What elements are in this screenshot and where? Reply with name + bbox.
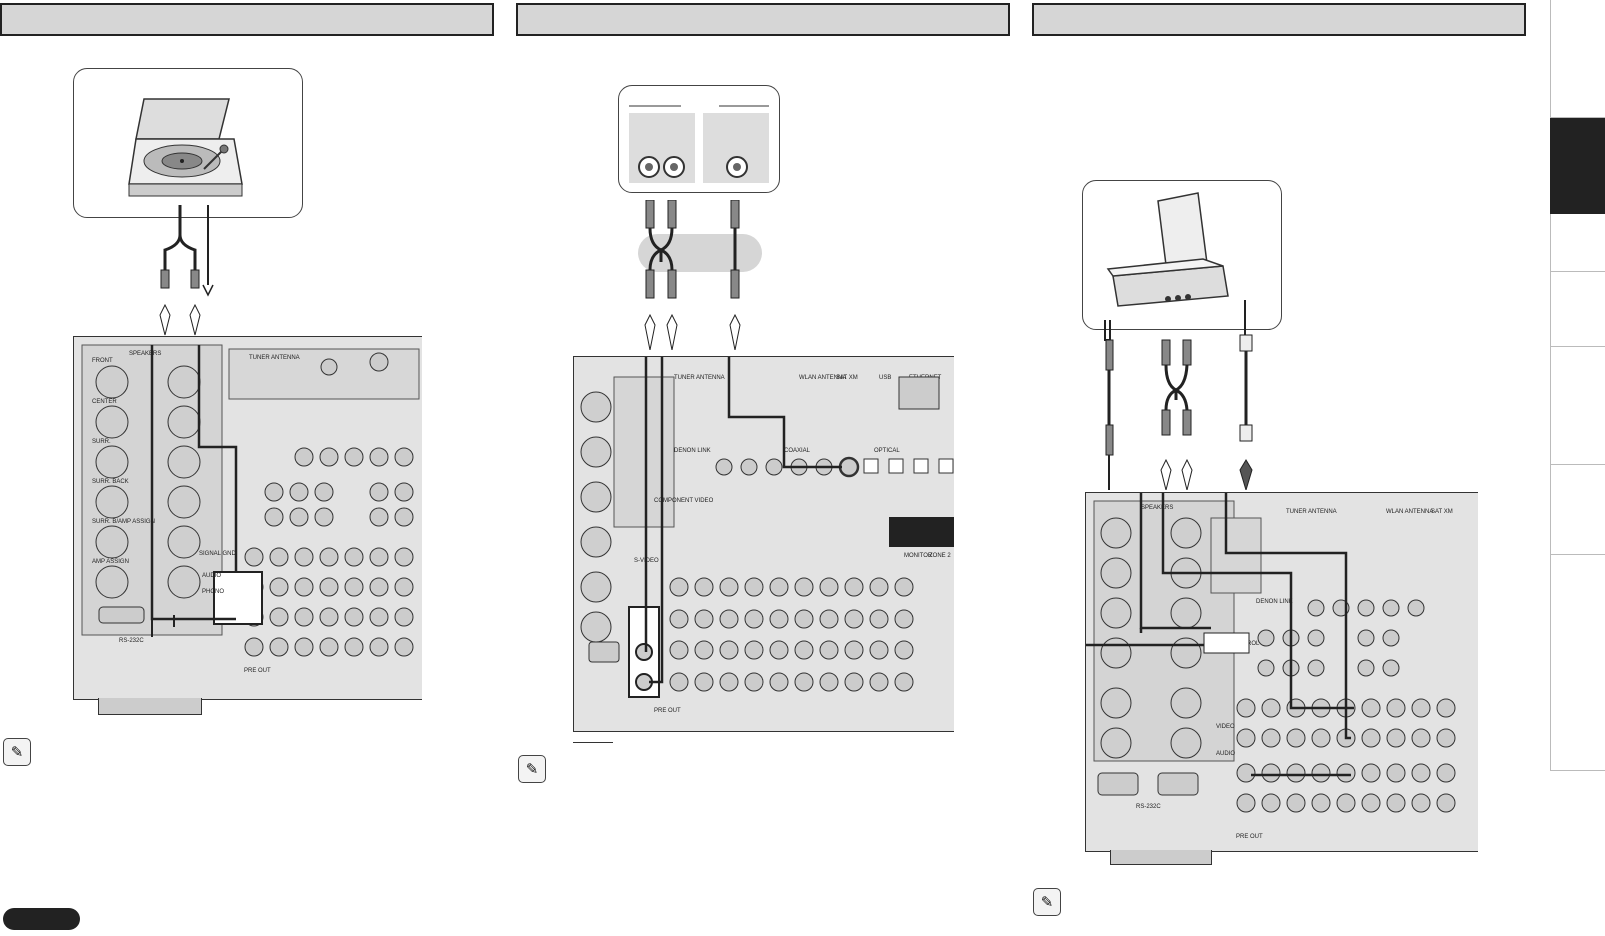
- ipod-cables: [1104, 300, 1253, 490]
- bottom-pill: [3, 908, 80, 930]
- side-tab-2[interactable]: [1550, 118, 1605, 214]
- cd-player-icon: [629, 105, 769, 183]
- rs232c-label: RS-232C: [119, 638, 144, 644]
- section-header-1: [0, 3, 494, 36]
- denon-link-label: DENON LINK: [674, 448, 711, 454]
- pre-out-label: PRE OUT: [244, 668, 271, 674]
- video-label-right: VIDEO: [1216, 724, 1235, 730]
- wlan-antenna-label: WLAN ANTENNA: [799, 375, 846, 381]
- front-label: FRONT: [92, 358, 113, 364]
- surround-amp-assign-label: SURR. B/AMP ASSIGN: [92, 519, 155, 525]
- surround-back-label: SURR. BACK: [92, 479, 129, 485]
- section-header-2: [516, 3, 1010, 36]
- tuner-antenna-label-mid: TUNER ANTENNA: [674, 375, 725, 381]
- receiver-rear-panel-middle: TUNER ANTENNA WLAN ANTENNA SAT XM USB ET…: [573, 356, 954, 732]
- component-video-label: COMPONENT VIDEO: [654, 498, 714, 504]
- usb-label: USB: [879, 375, 891, 381]
- note-icon-3: ✎: [1033, 888, 1061, 916]
- speakers-label-right: SPEAKERS: [1141, 505, 1173, 511]
- receiver-rear-panel-right: SPEAKERS TUNER ANTENNA WLAN ANTENNA SAT …: [1085, 492, 1478, 852]
- sat-xm-label-right: SAT XM: [1431, 509, 1453, 515]
- audio-label: AUDIO: [202, 573, 221, 579]
- ipod-dock-icon: [1106, 192, 1229, 307]
- optical-label: OPTICAL: [874, 448, 900, 454]
- ipod-dock-device-box: [1082, 180, 1282, 330]
- side-tab-4[interactable]: [1550, 272, 1605, 347]
- tuner-antenna-label: TUNER ANTENNA: [249, 355, 300, 361]
- side-tab-6[interactable]: [1550, 465, 1605, 555]
- phono-label: PHONO: [202, 589, 224, 595]
- monitor-label: MONITOR: [904, 553, 933, 559]
- turntable-icon: [128, 98, 243, 197]
- section-header-3: [1032, 3, 1526, 36]
- turntable-cables: [159, 205, 214, 336]
- pre-out-label-right: PRE OUT: [1236, 834, 1263, 840]
- side-tab-1[interactable]: [1550, 0, 1605, 118]
- receiver-foot-left: [98, 698, 202, 715]
- speakers-label: SPEAKERS: [129, 351, 161, 357]
- audio-label-right: AUDIO: [1216, 751, 1235, 757]
- tuner-antenna-label-right: TUNER ANTENNA: [1286, 509, 1337, 515]
- receiver-foot-right: [1110, 850, 1212, 865]
- zone2-label: ZONE 2: [929, 553, 951, 559]
- turntable-device-box: [73, 68, 303, 218]
- amp-assign-label: AMP ASSIGN: [92, 559, 129, 565]
- side-tab-5[interactable]: [1550, 347, 1605, 465]
- coaxial-label: COAXIAL: [784, 448, 811, 454]
- note-icon-1: ✎: [3, 738, 31, 766]
- denon-link-label-right: DENON LINK: [1256, 599, 1293, 605]
- side-tab-3[interactable]: [1550, 214, 1605, 272]
- center-label: CENTER: [92, 399, 117, 405]
- note-icon-2: ✎: [518, 755, 546, 783]
- signal-gnd-label: SIGNAL GND: [199, 551, 236, 557]
- cd-player-device-box: [618, 85, 780, 193]
- side-tab-7[interactable]: [1550, 555, 1605, 771]
- rs232c-label-right: RS-232C: [1136, 804, 1161, 810]
- receiver-foot-middle: [573, 730, 613, 743]
- wlan-antenna-label-right: WLAN ANTENNA: [1386, 509, 1433, 515]
- receiver-rear-panel-left: SPEAKERS FRONT CENTER SURR. SURR. BACK S…: [73, 336, 422, 700]
- cd-cables: [644, 200, 741, 350]
- surround-label: SURR.: [92, 439, 111, 445]
- sat-xm-label: SAT XM: [836, 375, 858, 381]
- pre-out-label-mid: PRE OUT: [654, 708, 681, 714]
